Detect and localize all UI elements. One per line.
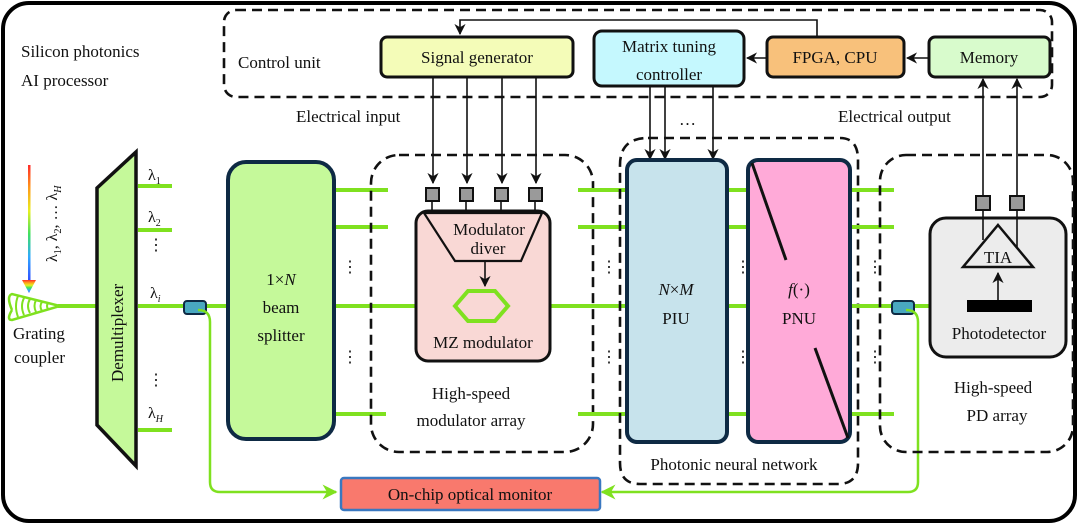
splitter-vdots-2: ⋮ bbox=[342, 349, 358, 366]
demultiplexer-label: Demultiplexer bbox=[108, 283, 127, 382]
wavelength-list-label: λ1, λ2, … λH bbox=[44, 185, 64, 262]
mz-modulator-label: MZ modulator bbox=[433, 333, 533, 352]
photonic-neural-network: N×M PIU ⋮ ⋮ f(·) PNU Photonic neural net… bbox=[618, 136, 860, 486]
modulator-driver-line2: diver bbox=[471, 239, 506, 258]
demux-outputs: λ1 λ2 ⋮ λi ⋮ λH bbox=[138, 167, 228, 432]
modulator-driver-line1: Modulator bbox=[453, 220, 525, 239]
rainbow-arrowhead bbox=[22, 280, 36, 293]
pnu-function: f(·) bbox=[788, 280, 810, 299]
input-tap-icon bbox=[183, 300, 207, 315]
optical-monitor[interactable]: On-chip optical monitor bbox=[339, 476, 602, 512]
lambda-vdots-1: ⋮ bbox=[148, 237, 164, 254]
modulator-array: Modulator diver MZ modulator High-speed … bbox=[369, 153, 595, 454]
signal-generator-label: Signal generator bbox=[421, 48, 533, 67]
lambda-vdots-2: ⋮ bbox=[148, 372, 164, 389]
memory-block[interactable]: Memory bbox=[927, 35, 1052, 79]
pnu-activation-line-lower bbox=[813, 347, 850, 439]
splitter-vdots-1: ⋮ bbox=[342, 259, 358, 276]
grating-label-line2: coupler bbox=[14, 348, 65, 367]
piu-label: PIU bbox=[662, 309, 689, 328]
optical-monitor-label: On-chip optical monitor bbox=[388, 485, 553, 504]
beam-splitter-line2: beam bbox=[263, 298, 300, 317]
piu-dims: N×M bbox=[657, 280, 694, 299]
control-unit: Control unit Signal generator Matrix tun… bbox=[222, 8, 1054, 99]
pnu-activation-line-upper bbox=[750, 162, 788, 261]
grating-label-line1: Grating bbox=[13, 324, 65, 343]
demultiplexer-shape bbox=[95, 148, 138, 471]
fpga-to-signal-generator-wire bbox=[454, 19, 818, 38]
beam-splitter-line1: 1×N bbox=[266, 270, 297, 289]
pd-array-boundary bbox=[878, 153, 1075, 454]
beam-splitter-line3: splitter bbox=[257, 326, 305, 345]
piu-box[interactable] bbox=[625, 158, 729, 444]
demultiplexer: Demultiplexer bbox=[95, 148, 138, 471]
electrical-input-wires bbox=[427, 77, 542, 185]
electrical-output-wires bbox=[977, 77, 1023, 196]
output-tap-coupler bbox=[600, 300, 920, 500]
matrix-tuning-label-line1: Matrix tuning bbox=[622, 37, 716, 56]
tia-label: TIA bbox=[984, 248, 1013, 267]
fpga-cpu-box[interactable] bbox=[765, 35, 906, 79]
lambda-i-label: λi bbox=[150, 285, 161, 305]
beam-splitter: 1×N beam splitter bbox=[226, 160, 336, 441]
photodetector-label: Photodetector bbox=[952, 324, 1047, 343]
matrix-tuning-controller-box[interactable] bbox=[592, 29, 746, 88]
modulator-vdots-1: ⋮ bbox=[601, 259, 617, 276]
matrix-tuning-controller-block[interactable]: Matrix tuning controller bbox=[592, 29, 746, 88]
signal-generator-block[interactable]: Signal generator bbox=[379, 35, 575, 79]
rainbow-bar bbox=[28, 165, 31, 280]
modulator-pads bbox=[425, 187, 543, 202]
tia-pad-1 bbox=[975, 195, 991, 211]
fpga-cpu-block[interactable]: FPGA, CPU bbox=[765, 35, 906, 79]
control-unit-label: Control unit bbox=[238, 53, 321, 72]
tia-triangle bbox=[960, 223, 1036, 269]
fpga-cpu-label: FPGA, CPU bbox=[792, 48, 877, 67]
signal-generator-box[interactable] bbox=[379, 35, 575, 79]
matrix-wires-ellipsis: … bbox=[679, 110, 696, 129]
grating-coupler: Grating coupler bbox=[7, 292, 98, 367]
modulator-array-line2: modulator array bbox=[416, 411, 526, 430]
lambda-2-label: λ2 bbox=[148, 209, 161, 229]
wavelength-arrow: λ1, λ2, … λH bbox=[22, 165, 64, 293]
modulator-driver-shape bbox=[421, 211, 544, 263]
mzi-waveguide bbox=[452, 289, 511, 323]
pd-array-line1: High-speed bbox=[954, 378, 1033, 397]
memory-label: Memory bbox=[960, 48, 1019, 67]
beam-splitter-box bbox=[226, 160, 336, 441]
lambda-1-label: λ1 bbox=[148, 167, 161, 187]
pnn-label: Photonic neural network bbox=[650, 455, 818, 474]
photodetector-bar bbox=[967, 300, 1032, 312]
tia-pad-2 bbox=[1009, 195, 1025, 211]
pnn-boundary bbox=[618, 136, 860, 486]
title-line1: Silicon photonics bbox=[21, 42, 140, 61]
matrix-tuning-label-line2: controller bbox=[636, 65, 702, 84]
memory-box[interactable] bbox=[927, 35, 1052, 79]
optical-monitor-box[interactable] bbox=[339, 476, 602, 512]
pd-array-line2: PD array bbox=[967, 406, 1028, 425]
output-tap-icon bbox=[891, 300, 915, 315]
title-line2: AI processor bbox=[21, 71, 109, 90]
matrix-tuning-wires bbox=[644, 86, 719, 161]
electrical-input-label: Electrical input bbox=[296, 107, 401, 126]
modulator-array-line1: High-speed bbox=[432, 384, 511, 403]
modulator-array-boundary bbox=[369, 153, 595, 454]
modulator-vdots-2: ⋮ bbox=[601, 349, 617, 366]
modulator-outputs: ⋮ ⋮ bbox=[578, 188, 628, 416]
lambda-H-label: λH bbox=[148, 405, 164, 425]
pnu-label: PNU bbox=[782, 309, 816, 328]
input-tap-coupler bbox=[183, 300, 338, 500]
pd-array: TIA Photodetector High-speed PD array bbox=[878, 153, 1075, 454]
electrical-output-label: Electrical output bbox=[838, 107, 951, 126]
control-unit-boundary bbox=[222, 8, 1054, 99]
